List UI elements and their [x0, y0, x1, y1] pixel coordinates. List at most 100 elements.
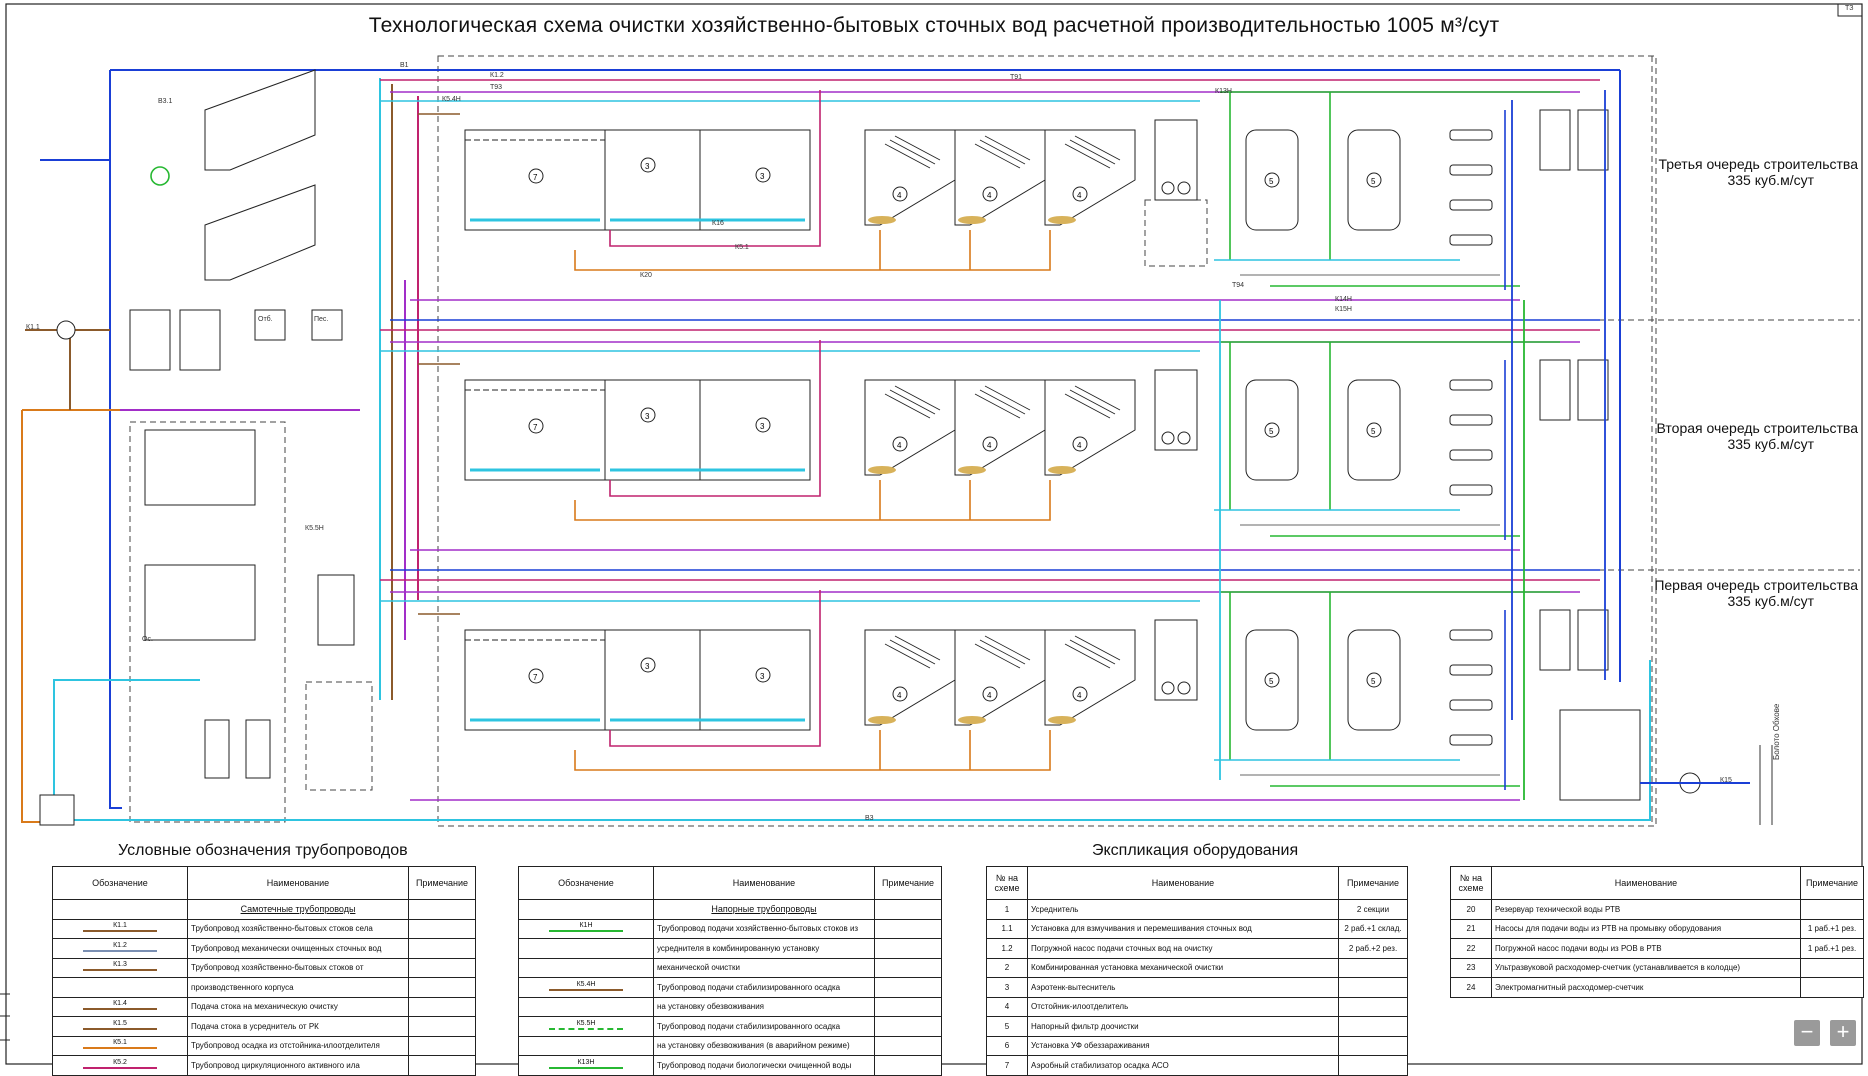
- pipe-label: К5.1: [735, 244, 749, 251]
- legend-symbol: К1.4: [52, 996, 188, 1017]
- cell-no: 24: [1450, 977, 1492, 998]
- legend-text: Трубопровод хозяйственно-бытовых стоков …: [187, 957, 409, 978]
- cell-no: 3: [986, 977, 1028, 998]
- header-code: Обозначение: [52, 866, 188, 900]
- cell-no: 21: [1450, 918, 1492, 939]
- gravity-pipes-legend: Обозначение Наименование Примечание Само…: [52, 866, 476, 1076]
- pipe-label: Т91: [1010, 74, 1023, 81]
- cell-no: 1.1: [986, 918, 1028, 939]
- legend-symbol: К1.5: [52, 1016, 188, 1037]
- cell-name: Ультразвуковой расходомер-счетчик (устан…: [1491, 957, 1801, 978]
- cell-no: 20: [1450, 899, 1492, 920]
- pipe-label: К5.5Н: [305, 525, 324, 532]
- legend-symbol: К1.2: [52, 938, 188, 959]
- pipe-label: К14Н: [1335, 296, 1352, 303]
- pipe-label: К16: [712, 220, 724, 227]
- legend-text: усреднителя в комбинированную установку: [653, 938, 875, 959]
- legend-text: Трубопровод подачи хозяйственно-бытовых …: [653, 918, 875, 939]
- cell-name: Насосы для подачи воды из РТВ на промывк…: [1491, 918, 1801, 939]
- zoom-in-button[interactable]: +: [1830, 1020, 1856, 1046]
- cell-name: Аэротенк-вытеснитель: [1027, 977, 1339, 998]
- header-no: № на схеме: [1450, 866, 1492, 900]
- pipe-label: К1.1: [26, 324, 40, 331]
- stage-name: Первая очередь строительства: [1654, 577, 1858, 593]
- cell-name: Электромагнитный расходомер-счетчик: [1491, 977, 1801, 998]
- stage-capacity: 335 куб.м/сут: [1727, 172, 1814, 188]
- legend-text: Трубопровод подачи биологически очищенно…: [653, 1055, 875, 1076]
- pipe-label: Т93: [490, 84, 503, 91]
- legend-text: Трубопровод хозяйственно-бытовых стоков …: [187, 918, 409, 939]
- legend-text: Трубопровод механически очищенных сточны…: [187, 938, 409, 959]
- legend-text: Трубопровод циркуляционного активного ил…: [187, 1055, 409, 1076]
- cell-note: 2 раб.+2 рез.: [1338, 938, 1408, 959]
- cell-no: 23: [1450, 957, 1492, 978]
- stage-capacity: 335 куб.м/сут: [1727, 436, 1814, 452]
- header-name: Наименование: [187, 866, 409, 900]
- pipes-legend-title: Условные обозначения трубопроводов: [118, 842, 408, 859]
- waste-bin-label: Отб.: [258, 316, 273, 323]
- legend-symbol: К1.1: [52, 918, 188, 939]
- stage-name: Вторая очередь строительства: [1656, 420, 1858, 436]
- stage-caption-1: Первая очередь строительства 335 куб.м/с…: [1640, 577, 1858, 609]
- stage-caption-2: Вторая очередь строительства 335 куб.м/с…: [1640, 420, 1858, 452]
- sludge-bin-label: Ос.: [142, 636, 153, 643]
- legend-symbol: К5.5Н: [518, 1016, 654, 1037]
- legend-text: на установку обезвоживания (в аварийном …: [653, 1035, 875, 1056]
- legend-symbol: К5.4Н: [518, 977, 654, 998]
- equipment-table-title: Экспликация оборудования: [1092, 842, 1299, 859]
- cell-no: 1.2: [986, 938, 1028, 959]
- header-note: Примечание: [874, 866, 942, 900]
- section-label: Напорные трубопроводы: [653, 899, 875, 920]
- section-label: Самотечные трубопроводы: [187, 899, 409, 920]
- legend-text: Подача стока на механическую очистку: [187, 996, 409, 1017]
- legend-symbol: К5.1: [52, 1035, 188, 1056]
- cell-name: Напорный фильтр доочистки: [1027, 1016, 1339, 1037]
- cell-no: 2: [986, 957, 1028, 978]
- cell-name: Аэробный стабилизатор осадка АСО: [1027, 1055, 1339, 1076]
- pipe-label: К20: [640, 272, 652, 279]
- cell-note: 1 раб.+1 рез.: [1800, 918, 1864, 939]
- cell-note: [1338, 957, 1408, 978]
- sand-bin-label: Пес.: [314, 316, 329, 323]
- cell-no: 5: [986, 1016, 1028, 1037]
- legend-symbol: К13Н: [518, 1055, 654, 1076]
- pipe-label: Т94: [1232, 282, 1245, 289]
- zoom-out-button[interactable]: −: [1794, 1020, 1820, 1046]
- pipe-label: В1: [400, 62, 409, 69]
- legend-text: Подача стока в усреднитель от РК: [187, 1016, 409, 1037]
- cell-name: Погружной насос подачи воды из РОВ в РТВ: [1491, 938, 1801, 959]
- cell-name: Установка для взмучивания и перемешивани…: [1027, 918, 1339, 939]
- pipe-label: В3: [865, 815, 874, 822]
- header-name: Наименование: [653, 866, 875, 900]
- cell-no: 7: [986, 1055, 1028, 1076]
- cell-name: Резервуар технической воды РТВ: [1491, 899, 1801, 920]
- header-name: Наименование: [1491, 866, 1801, 900]
- cell-note: 2 секции: [1338, 899, 1408, 920]
- header-no: № на схеме: [986, 866, 1028, 900]
- cell-name: Усреднитель: [1027, 899, 1339, 920]
- cell-note: [1800, 957, 1864, 978]
- swamp-label: Болото Обхове: [1772, 703, 1781, 760]
- pipe-label: К1.2: [490, 72, 504, 79]
- header-name: Наименование: [1027, 866, 1339, 900]
- header-note: Примечание: [1800, 866, 1864, 900]
- header-note: Примечание: [408, 866, 476, 900]
- legend-text: механической очистки: [653, 957, 875, 978]
- stage-capacity: 335 куб.м/сут: [1727, 593, 1814, 609]
- cell-note: 1 раб.+1 рез.: [1800, 938, 1864, 959]
- cell-note: [1338, 977, 1408, 998]
- legend-symbol: К1.3: [52, 957, 188, 978]
